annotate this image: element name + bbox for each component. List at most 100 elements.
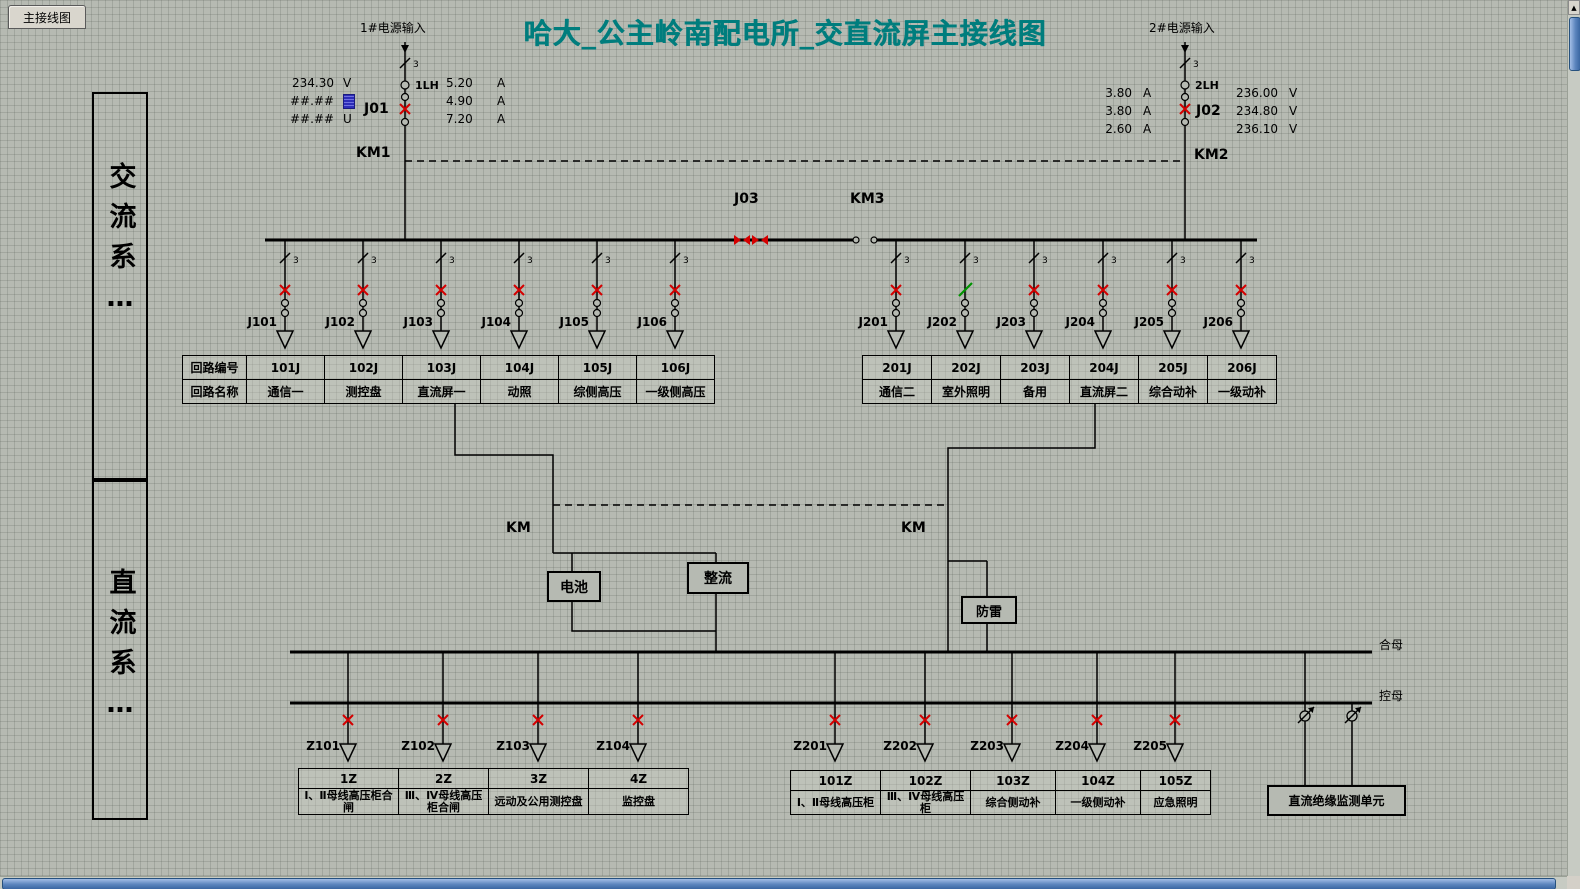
control-bus-label: 控母: [1379, 689, 1404, 703]
feeder-tag-label: J205: [1133, 315, 1164, 329]
circuit-table-cell: 104Z: [1056, 771, 1141, 791]
load-triangle-icon: [825, 743, 845, 763]
open-switch-icon[interactable]: [958, 282, 973, 297]
circuit-table-cell: 回路名称: [183, 380, 247, 404]
circuit-table-cell: 105J: [559, 356, 637, 380]
rectifier-box[interactable]: 整流: [687, 562, 749, 594]
dc-supply-link-lines: [454, 403, 1096, 505]
dc-feeder-branch[interactable]: Z101: [306, 652, 358, 763]
circuit-table-cell: Ⅰ、Ⅱ母线高压柜: [791, 791, 881, 815]
dc-insulation-monitor-box[interactable]: 直流绝缘监测单元: [1267, 785, 1406, 816]
feeder-tag-label: J105: [558, 315, 589, 329]
dc-feeder-branch[interactable]: Z103: [496, 652, 548, 763]
measurement-unit: A: [497, 112, 506, 126]
incoming-source-2-line[interactable]: 3 2LH: [1179, 42, 1219, 240]
feeder-tag-label: J206: [1202, 315, 1233, 329]
measurement-unit: A: [497, 94, 506, 108]
feeder-tag-label: Z104: [596, 739, 630, 753]
incoming-source-1-line[interactable]: 3 1LH: [399, 42, 439, 240]
measurement-unit: V: [1289, 104, 1298, 118]
load-triangle-icon: [1087, 743, 1107, 763]
feeder-tag-label: Z204: [1055, 739, 1089, 753]
feeder-tag-label: Z101: [306, 739, 340, 753]
fuse-disconnect-icon[interactable]: [1297, 706, 1315, 724]
dc-feeder-branch[interactable]: Z102: [401, 652, 453, 763]
source2-label: 2#电源输入: [1149, 21, 1215, 35]
measurement-unit: A: [1143, 104, 1152, 118]
feeder-tag-label: J202: [926, 315, 957, 329]
feeder-branches: 3J1013J1023J1033J1043J1053J1063J2013J202…: [246, 240, 1255, 763]
tab-main-wiring[interactable]: 主接线图: [8, 5, 86, 29]
fuse-disconnect-icon[interactable]: [1344, 706, 1362, 724]
circuit-table-cell: 4Z: [589, 769, 689, 789]
circuit-table-cell: 一级动补: [1208, 380, 1277, 404]
circuit-table-cell: 综合侧动补: [971, 791, 1056, 815]
circuit-table-cell: Ⅰ、Ⅱ母线高压柜合闸: [299, 789, 399, 815]
circuit-table-cell: Ⅲ、Ⅳ母线高压柜: [881, 790, 971, 815]
circuit-table-cell: 202J: [932, 356, 1001, 380]
dc-feeder-branch[interactable]: Z205: [1133, 652, 1185, 763]
contactor-km1-label: KM1: [356, 145, 391, 161]
load-triangle-icon: [431, 330, 451, 350]
horizontal-scrollbar[interactable]: [0, 876, 1567, 889]
load-triangle-icon: [509, 330, 529, 350]
dc-feeder-branch[interactable]: Z202: [883, 652, 935, 763]
dc-feeder-branch[interactable]: Z203: [970, 652, 1022, 763]
circuit-table-cell: 104J: [481, 356, 559, 380]
phase-count-label: 3: [1193, 60, 1199, 70]
dc-km-left-label: KM: [506, 520, 531, 536]
dc-feeder-branch[interactable]: Z204: [1055, 652, 1107, 763]
km3-contact-node: [852, 236, 860, 244]
load-triangle-icon: [915, 743, 935, 763]
circuit-table-cell: 1Z: [299, 769, 399, 789]
measurement-value: 236.10: [1236, 122, 1278, 136]
measurement-value: ##.##: [289, 94, 334, 108]
arrester-box[interactable]: 防雷: [961, 596, 1017, 624]
phase-count-label: 3: [973, 256, 979, 266]
phase-count-label: 3: [1111, 256, 1117, 266]
feeder-tag-label: J204: [1064, 315, 1095, 329]
measurement-unit: V: [1289, 86, 1298, 100]
load-triangle-icon: [338, 743, 358, 763]
battery-box[interactable]: 电池: [547, 571, 601, 602]
vertical-scrollbar[interactable]: ▲: [1567, 0, 1580, 876]
load-triangle-icon: [433, 743, 453, 763]
circuit-table-cell: 102J: [325, 356, 403, 380]
vertical-scrollbar-thumb[interactable]: [1569, 17, 1580, 71]
feeder-tag-label: J203: [995, 315, 1026, 329]
feeder-tag-label: Z102: [401, 739, 435, 753]
measurement-value: 5.20: [446, 76, 473, 90]
phase-count-label: 3: [293, 256, 299, 266]
dc-feeder-branch[interactable]: Z104: [596, 652, 648, 763]
horizontal-scrollbar-thumb[interactable]: [2, 878, 1556, 889]
scroll-up-button[interactable]: ▲: [1568, 0, 1580, 15]
dc-feeder-branch[interactable]: Z201: [793, 652, 845, 763]
load-triangle-icon: [886, 330, 906, 350]
measurement-unit: A: [1143, 86, 1152, 100]
ac-system-label: 交流系…: [104, 162, 136, 326]
load-triangle-icon: [353, 330, 373, 350]
measurement-unit: A: [1143, 122, 1152, 136]
measurement-value: 3.80: [1105, 86, 1132, 100]
circuit-table-cell: Ⅲ、Ⅳ母线高压柜合闸: [399, 789, 489, 815]
feeder-tag-label: J103: [402, 315, 433, 329]
contactor-km2-label: KM2: [1194, 147, 1229, 163]
measurement-unit: U: [343, 112, 352, 126]
phase-count-label: 3: [605, 256, 611, 266]
load-triangle-icon: [628, 743, 648, 763]
